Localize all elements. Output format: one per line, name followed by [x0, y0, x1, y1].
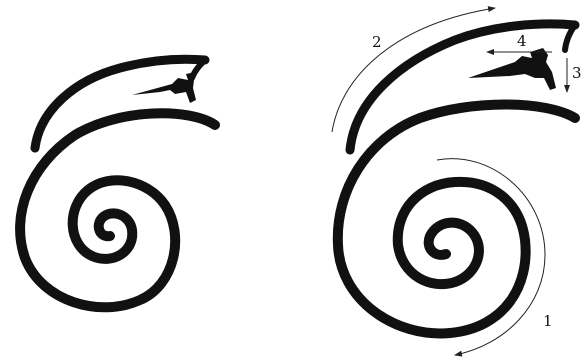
right-inner-ridge [468, 48, 556, 90]
left-spiral [20, 113, 215, 307]
left-inner-ridge [132, 72, 196, 103]
right-figure: 1 2 3 4 [332, 8, 582, 355]
right-spiral [338, 105, 575, 334]
label-4: 4 [517, 32, 527, 50]
right-upper-band [350, 24, 575, 150]
left-figure [20, 59, 215, 307]
label-1: 1 [543, 312, 553, 330]
label-3: 3 [572, 64, 582, 82]
left-upper-band [35, 59, 205, 148]
label-2: 2 [372, 33, 382, 51]
